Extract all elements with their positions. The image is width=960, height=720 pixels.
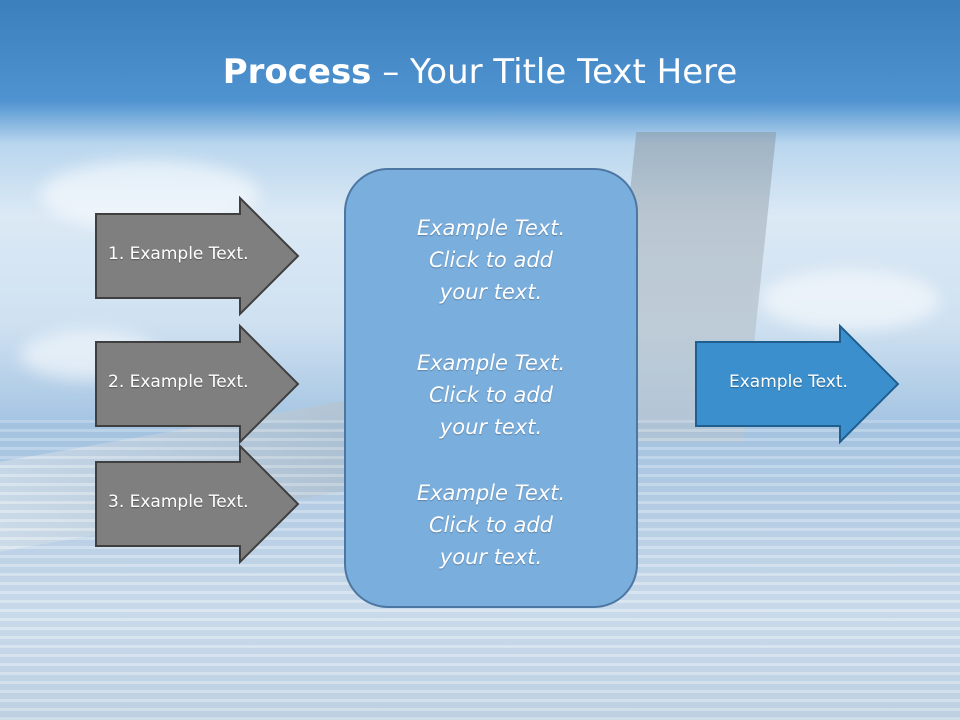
center-text-line: your text. [439,545,543,569]
center-text-line: Example Text. [416,351,566,375]
center-text-block-1[interactable]: Example Text. Click to add your text. [344,212,638,308]
center-text-line: Example Text. [416,216,566,240]
center-text-line: Click to add [428,383,553,407]
left-arrow-label-1: 1. Example Text. [108,244,249,264]
left-arrow-shape-3[interactable] [95,443,300,565]
slide-title[interactable]: Process – Your Title Text Here [0,52,960,92]
left-arrow-shape-1[interactable] [95,195,300,317]
center-text-line: your text. [439,280,543,304]
right-arrow-label: Example Text. [729,372,848,392]
center-text-box[interactable] [344,168,638,608]
cloud-decoration [760,270,940,330]
left-arrow-label-2: 2. Example Text. [108,372,249,392]
center-text-line: Click to add [428,248,553,272]
center-text-line: Example Text. [416,481,566,505]
center-text-line: Click to add [428,513,553,537]
center-text-block-2[interactable]: Example Text. Click to add your text. [344,347,638,443]
slide-title-rest: – Your Title Text Here [371,52,738,92]
right-arrow-shape[interactable] [695,323,900,445]
center-text-block-3[interactable]: Example Text. Click to add your text. [344,477,638,573]
left-arrow-shape-2[interactable] [95,323,300,445]
left-arrow-label-3: 3. Example Text. [108,492,249,512]
slide-title-bold: Process [222,52,372,92]
center-text-line: your text. [439,415,543,439]
